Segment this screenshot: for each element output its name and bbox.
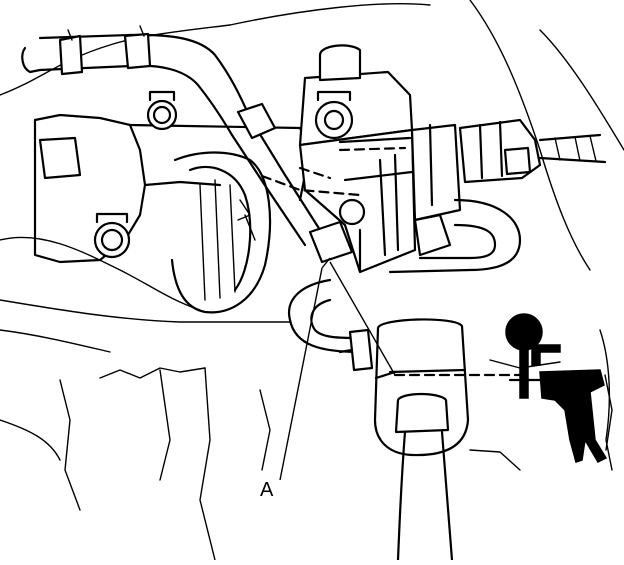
housing-bolts (93, 90, 178, 259)
callout-a-label: A (260, 479, 274, 501)
hidden-lines (260, 146, 407, 197)
vacuum-hose-lower (230, 102, 354, 264)
callout-a-leaders (279, 257, 396, 481)
valve-connector (458, 118, 607, 184)
lower-valve-body (338, 318, 470, 457)
lower-hose (396, 430, 454, 562)
throttle-body-housing (33, 113, 312, 314)
purge-pipe-loop (287, 198, 522, 354)
vacuum-hose-upper (21, 25, 252, 137)
solenoid-valve-assembly (298, 44, 462, 274)
vacuum-pump-tool (505, 313, 613, 463)
